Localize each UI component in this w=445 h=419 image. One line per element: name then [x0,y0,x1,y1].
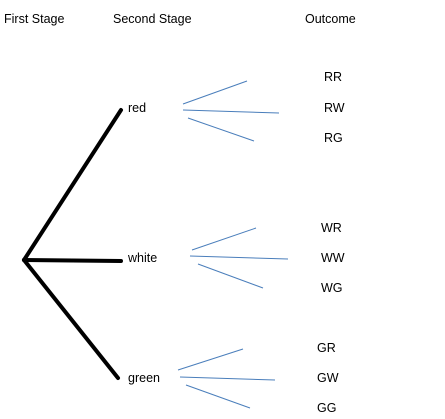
outcome-rg: RG [324,131,343,145]
outcome-gr: GR [317,341,336,355]
branch-red-to-rg [187,117,255,142]
branch-root-to-red [22,108,123,262]
branch-root-to-green [22,258,120,380]
branch-green-to-gr [177,348,244,371]
stage2-label-green: green [128,371,160,385]
stage2-label-red: red [128,101,147,115]
branch-white-to-ww [189,255,289,260]
outcome-wg: WG [321,281,343,295]
outcome-ww: WW [321,251,345,265]
branch-red-to-rr [182,80,248,105]
header-first-stage: First Stage [4,12,65,26]
branch-white-to-wg [197,263,264,289]
stage2-label-white: white [128,251,158,265]
branch-root-to-white [22,258,123,263]
header-second-stage: Second Stage [113,12,192,26]
outcome-gg: GG [317,401,337,415]
header-outcome: Outcome [305,12,356,26]
branch-red-to-rw [182,109,280,114]
outcome-rw: RW [324,101,345,115]
outcome-rr: RR [324,70,343,84]
branch-white-to-wr [191,227,257,251]
outcome-gw: GW [317,371,339,385]
branch-green-to-gw [179,376,276,381]
branch-green-to-gg [185,384,251,409]
outcome-wr: WR [321,221,342,235]
